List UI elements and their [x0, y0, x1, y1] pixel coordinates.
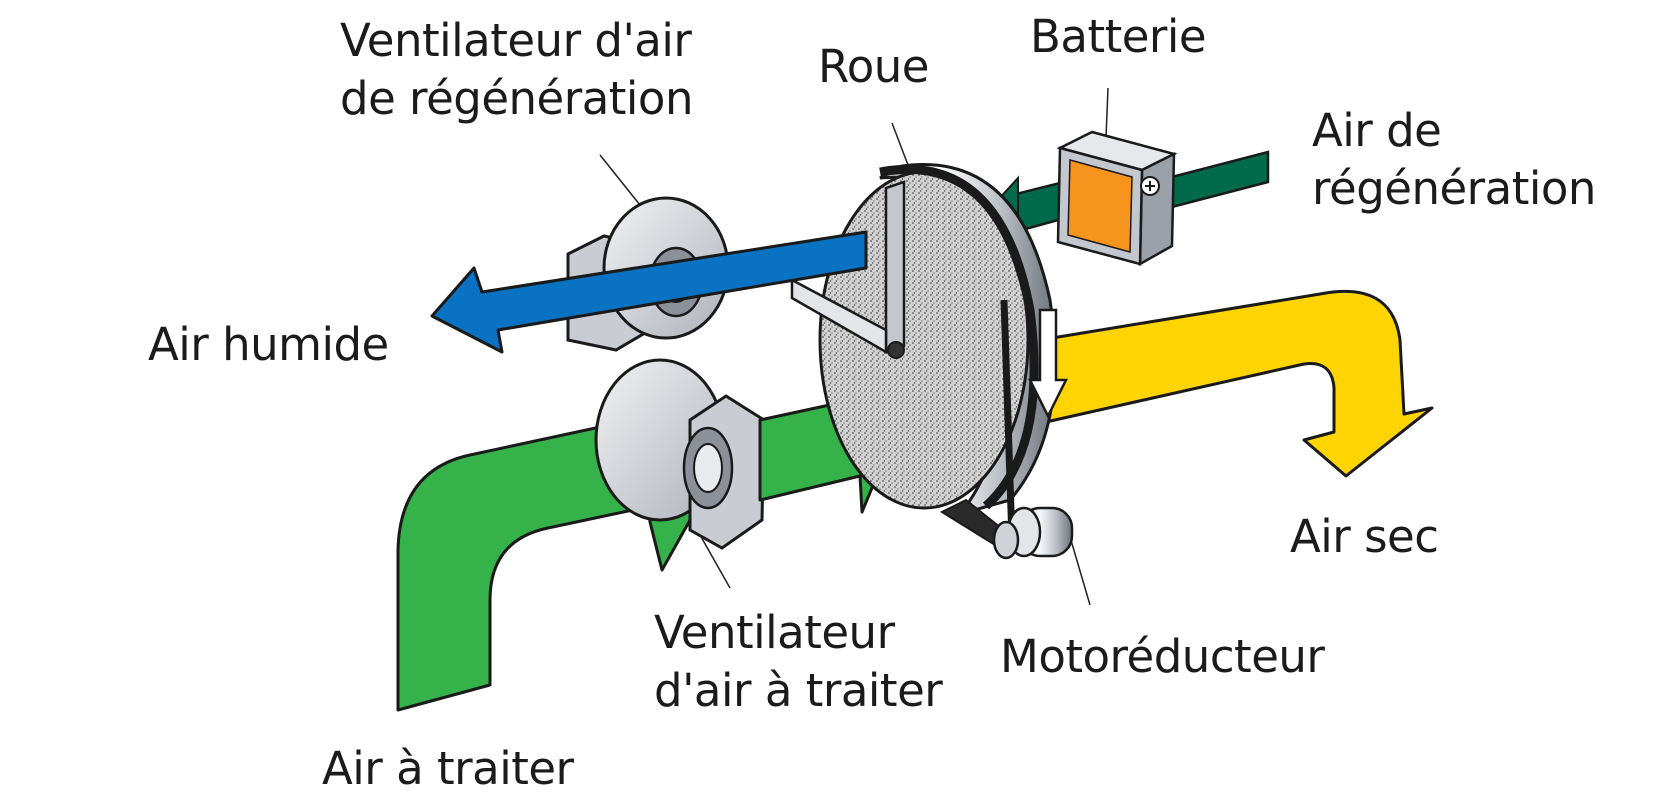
sector-divider — [790, 180, 906, 359]
process-fan-label-line1: Ventilateur — [654, 606, 895, 659]
gear-motor — [939, 299, 1074, 560]
humid-air-label: Air humide — [148, 318, 389, 371]
heater-box — [1056, 130, 1178, 267]
process-fan — [594, 358, 766, 550]
regen-air-label-line1: Air de — [1312, 104, 1442, 157]
regen-air-label-line2: régénération — [1312, 162, 1596, 215]
heater-element — [1067, 159, 1133, 253]
process-fan-label-line2: d'air à traiter — [654, 664, 943, 717]
regen-fan-label-line1: Ventilateur d'air — [340, 14, 692, 67]
plus-icon — [1140, 176, 1160, 196]
regen-fan-label-line2: de régénération — [340, 72, 693, 125]
motor-label: Motoréducteur — [1000, 630, 1325, 683]
dry-air-label: Air sec — [1290, 510, 1439, 563]
leader-heater — [1105, 87, 1109, 139]
regen-air-duct — [1166, 150, 1270, 210]
process-air-label: Air à traiter — [322, 742, 574, 795]
humid-air-arrow — [430, 230, 868, 354]
leader-process-fan — [699, 534, 731, 589]
dry-air-arrow — [1038, 289, 1434, 478]
regen-fan-label: Ventilateur d'air de régénération — [340, 12, 693, 128]
leader-wheel — [891, 122, 909, 166]
regen-air-label: Air de régénération — [1312, 102, 1596, 218]
process-fan-label: Ventilateur d'air à traiter — [654, 604, 943, 720]
heater-label: Batterie — [1030, 10, 1207, 63]
wheel-label: Roue — [818, 40, 929, 93]
leader-regen-fan — [599, 154, 641, 206]
rotation-arrow — [1027, 308, 1069, 419]
